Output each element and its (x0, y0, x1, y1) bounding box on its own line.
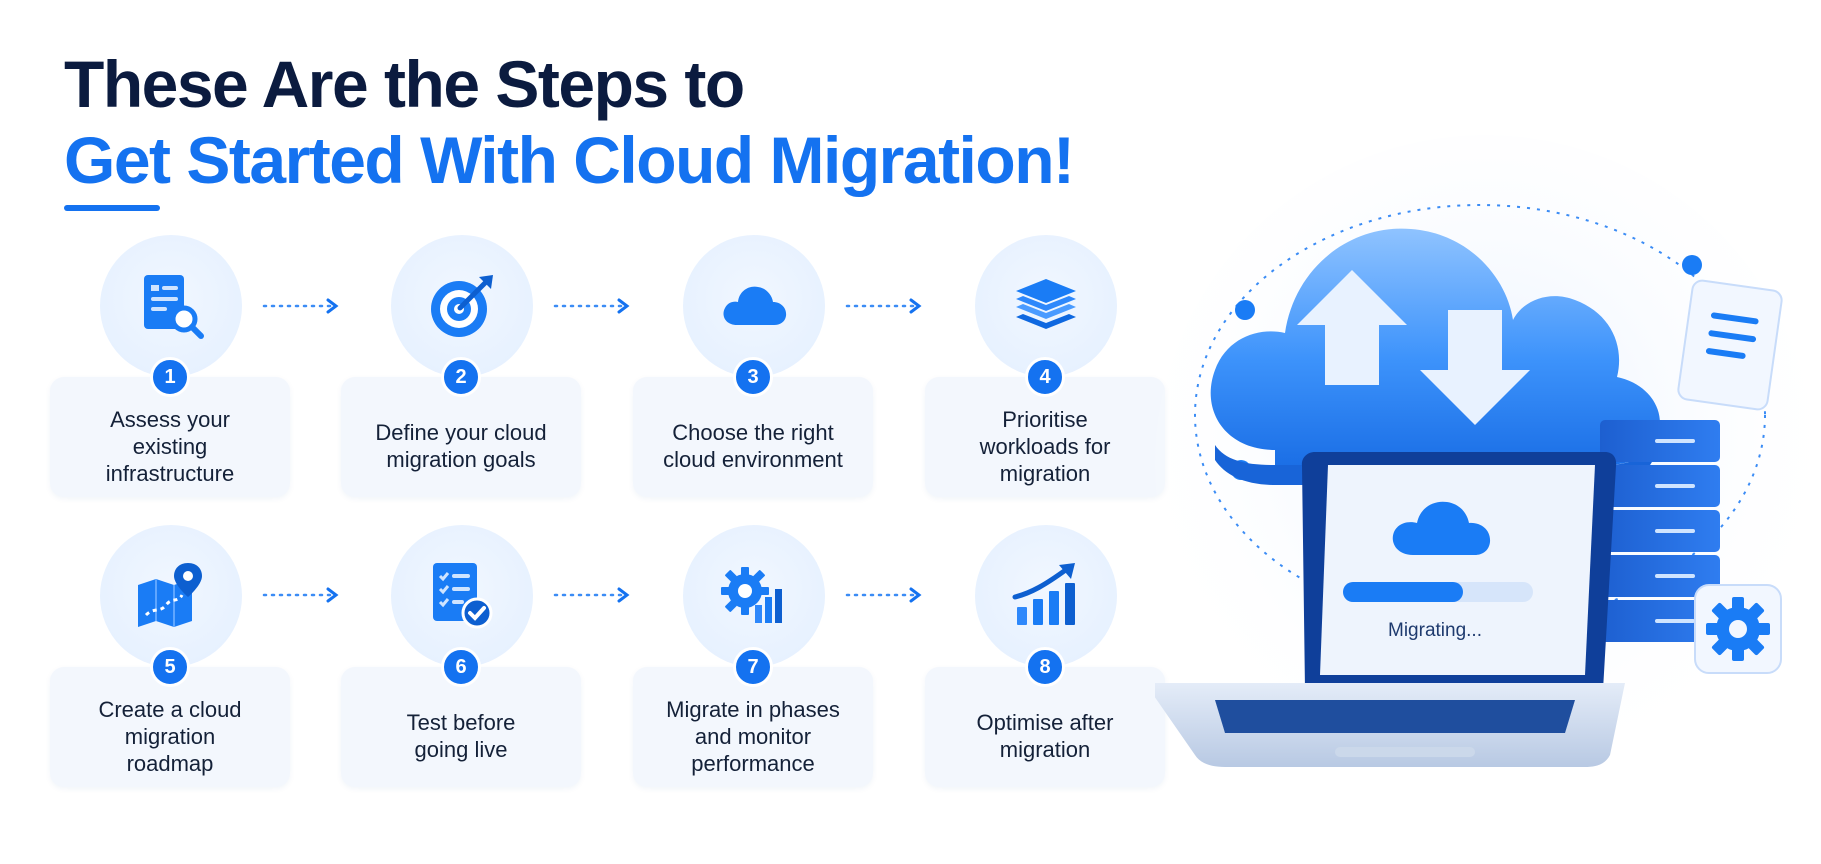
laptop-status-text: Migrating... (1388, 620, 1482, 641)
connector-arrow-5-6 (262, 587, 339, 603)
document-search-icon (144, 275, 204, 339)
document-card-icon (1677, 279, 1783, 411)
step-4-icon-circle (975, 235, 1117, 377)
step-1-label: Assess your existing infrastructure (105, 406, 235, 486)
title-line-2: Get Started With Cloud Migration! (64, 123, 1075, 197)
map-pin-icon (138, 563, 202, 627)
step-4-label: Prioritise workloads for migration (979, 406, 1111, 486)
step-7-label: Migrate in phases and monitor performanc… (666, 696, 840, 776)
step-6-card: Test before going live (341, 667, 581, 787)
gear-chart-icon (721, 567, 782, 623)
step-2: 2 Define your cloud migration goals (341, 235, 581, 509)
step-5: 5 Create a cloud migration roadmap (50, 525, 290, 799)
step-8-card: Optimise after migration (925, 667, 1165, 787)
step-2-label: Define your cloud migration goals (375, 420, 547, 472)
orbit-dot-3 (1682, 255, 1702, 275)
connector-arrow-6-7 (553, 587, 630, 603)
step-4: 4 Prioritise workloads for migration (925, 235, 1165, 509)
target-icon (431, 275, 493, 337)
step-3: 3 Choose the right cloud environment (633, 235, 873, 509)
step-1-card: Assess your existing infrastructure (50, 377, 290, 497)
title-underline (64, 205, 160, 211)
step-7-card: Migrate in phases and monitor performanc… (633, 667, 873, 787)
server-stack-icon (1600, 420, 1720, 642)
step-6: 6 Test before going live (341, 525, 581, 799)
growth-chart-icon (1012, 563, 1075, 625)
step-6-number: 6 (441, 647, 481, 687)
cloud-icon (723, 286, 787, 325)
connector-arrow-2-3 (553, 298, 630, 314)
step-3-label: Choose the right cloud environment (663, 420, 843, 472)
step-3-icon-circle (683, 235, 825, 377)
step-7-number: 7 (733, 647, 773, 687)
layers-icon (1016, 279, 1076, 329)
step-8-icon-circle (975, 525, 1117, 667)
step-4-card: Prioritise workloads for migration (925, 377, 1165, 497)
step-8: 8 Optimise after migration (925, 525, 1165, 799)
page-title: These Are the Steps to Get Started With … (64, 46, 1075, 198)
step-7: 7 Migrate in phases and monitor performa… (633, 525, 873, 799)
step-5-card: Create a cloud migration roadmap (50, 667, 290, 787)
connector-arrow-1-2 (262, 298, 339, 314)
step-1-number: 1 (150, 357, 190, 397)
step-5-icon-circle (100, 525, 242, 667)
step-2-card: Define your cloud migration goals (341, 377, 581, 497)
cloud-migration-illustration (1155, 135, 1815, 795)
title-line-1: These Are the Steps to (64, 47, 745, 121)
step-6-icon-circle (391, 525, 533, 667)
step-7-icon-circle (683, 525, 825, 667)
gear-card-icon (1694, 584, 1782, 674)
laptop-icon (1155, 452, 1625, 767)
step-6-label: Test before going live (406, 710, 516, 762)
connector-arrow-7-8 (845, 587, 922, 603)
step-2-icon-circle (391, 235, 533, 377)
step-1: 1 Assess your existing infrastructure (50, 235, 290, 509)
step-4-number: 4 (1025, 357, 1065, 397)
orbit-dot-1 (1235, 300, 1255, 320)
step-5-label: Create a cloud migration roadmap (98, 696, 242, 776)
step-3-number: 3 (733, 357, 773, 397)
step-5-number: 5 (150, 647, 190, 687)
checklist-icon (433, 563, 493, 629)
step-1-icon-circle (100, 235, 242, 377)
connector-arrow-3-4 (845, 298, 922, 314)
step-8-number: 8 (1025, 647, 1065, 687)
step-3-card: Choose the right cloud environment (633, 377, 873, 497)
step-2-number: 2 (441, 357, 481, 397)
step-8-label: Optimise after migration (976, 710, 1114, 762)
